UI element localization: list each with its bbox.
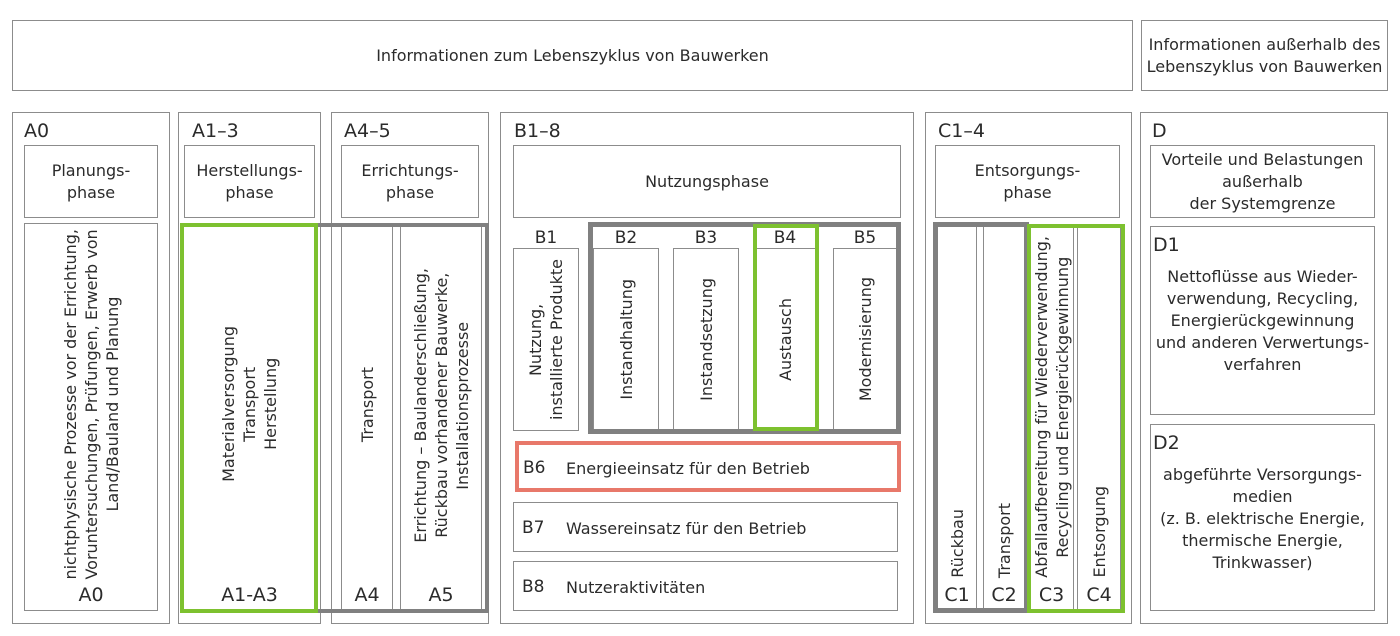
c3-4-green-highlight — [1027, 224, 1125, 613]
use-phase-label: Nutzungsphase — [645, 171, 769, 191]
lifecycle-header: Informationen zum Lebenszyklus von Bauwe… — [12, 20, 1133, 91]
b8-text: Nutzeraktivitäten — [566, 578, 706, 597]
production-phase-box: Herstellungs- phase — [184, 145, 315, 218]
c2-box — [983, 226, 1025, 610]
a0-process-text: nichtphysische Prozesse vor der Errichtu… — [60, 228, 122, 580]
a5-code: A5 — [428, 584, 454, 606]
b4-code: B4 — [773, 228, 797, 248]
d2-box — [1150, 424, 1375, 611]
beyond-boundary-label: Vorteile und Belastungen außerhalb der S… — [1161, 149, 1364, 213]
b1-code: B1 — [534, 228, 558, 248]
c1-box — [937, 226, 977, 610]
construction-phase-box: Errichtungs- phase — [341, 145, 479, 218]
b1-box — [513, 248, 579, 431]
b1-text: Nutzung, installierte Produkte — [526, 258, 566, 421]
module-a0-code: A0 — [24, 120, 50, 142]
b4-green-highlight — [753, 224, 819, 431]
b5-code: B5 — [853, 228, 877, 248]
module-a4-5-code: A4–5 — [344, 120, 391, 142]
b2-5-gray-highlight — [588, 222, 901, 434]
beyond-boundary-box: Vorteile und Belastungen außerhalb der S… — [1150, 145, 1375, 218]
planning-phase-box: Planungs- phase — [24, 145, 158, 218]
use-phase-box: Nutzungsphase — [513, 145, 901, 218]
b8-box — [513, 561, 898, 611]
d1-code: D1 — [1153, 234, 1180, 256]
a1-3-bottom-code: A1-A3 — [221, 584, 278, 606]
module-c1-4-code: C1–4 — [938, 120, 985, 142]
a0-process-box — [24, 223, 158, 611]
outside-lifecycle-header: Informationen außerhalb des Lebenszyklus… — [1141, 20, 1388, 91]
d1-text: Nettoflüsse aus Wieder- verwendung, Recy… — [1155, 267, 1370, 374]
planning-phase-label: Planungs- phase — [51, 160, 131, 202]
d1-box — [1150, 226, 1375, 415]
module-d-code: D — [1152, 120, 1167, 142]
module-a1-3-code: A1–3 — [192, 120, 239, 142]
lifecycle-header-text: Informationen zum Lebenszyklus von Bauwe… — [376, 45, 769, 65]
c4-box — [1077, 226, 1121, 610]
a1-3-green-highlight — [180, 223, 318, 613]
d2-code: D2 — [1153, 432, 1180, 454]
construction-phase-label: Errichtungs- phase — [361, 160, 459, 202]
a0-process-text-wrap: nichtphysische Prozesse vor der Errichtu… — [24, 228, 158, 580]
a4-code: A4 — [354, 584, 380, 606]
b6-red-highlight — [515, 441, 901, 492]
production-phase-label: Herstellungs- phase — [196, 160, 303, 202]
b3-code: B3 — [694, 228, 718, 248]
b7-code: B7 — [522, 518, 545, 538]
d2-text: abgeführte Versorgungs- medien (z. B. el… — [1160, 465, 1365, 572]
b7-box — [513, 502, 898, 552]
c2-code: C2 — [991, 584, 1017, 606]
b2-box — [593, 248, 659, 431]
b8-code: B8 — [522, 577, 545, 597]
c3-box — [1029, 226, 1074, 610]
b3-box — [673, 248, 739, 431]
c3-code: C3 — [1038, 584, 1065, 606]
a0-bottom-code: A0 — [78, 584, 104, 606]
b2-code: B2 — [614, 228, 638, 248]
c4-code: C4 — [1086, 584, 1112, 606]
b6-code: B6 — [523, 458, 546, 478]
b1-text-wrap: Nutzung, installierte Produkte — [513, 252, 579, 427]
c1-code: C1 — [944, 584, 970, 606]
outside-lifecycle-header-text: Informationen außerhalb des Lebenszyklus… — [1146, 34, 1383, 76]
c1-2-gray-highlight — [933, 222, 1029, 613]
disposal-phase-box: Entsorgungs- phase — [935, 145, 1120, 218]
b7-text: Wassereinsatz für den Betrieb — [566, 519, 807, 538]
disposal-phase-label: Entsorgungs- phase — [974, 160, 1081, 202]
module-b1-8-code: B1–8 — [514, 120, 561, 142]
b6-text: Energieeinsatz für den Betrieb — [566, 459, 810, 478]
